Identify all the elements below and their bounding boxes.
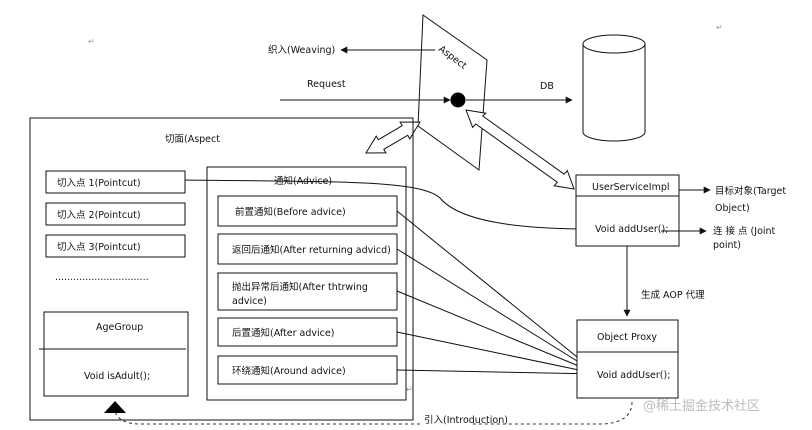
weaving-label: 织入(Weaving) [268,44,335,56]
double-arrow-user-service [465,109,575,190]
introduction-dashed-line [114,401,633,425]
advice-to-proxy-line [396,331,599,377]
pointcut-label: 切入点 2(Pointcut) [57,210,141,221]
advice-box: 环绕通知(Around advice) [217,355,398,385]
joint-point-label-line2: point) [713,240,741,251]
pointcut-label: 切入点 1(Pointcut) [57,178,141,189]
advice-label: 前置通知(Before advice) [235,206,346,218]
watermark-label: @稀土掘金技术社区 [643,398,760,414]
user-service-impl-class: UserServiceImpl Void addUser(); [575,174,680,247]
advice-to-proxy-line [396,369,599,378]
db-cylinder [582,34,646,142]
advice-label: 抛出异常后通知(After thtrwing [232,281,368,293]
advice-to-proxy-line [396,290,599,375]
pointcut-box: 切入点 3(Pointcut) [45,234,186,258]
aspect-panel [29,117,414,421]
joinpoint-dot [450,92,466,108]
joint-point-label: 连 接 点 (Joint [713,225,776,237]
object-proxy-method: Void addUser(); [597,370,670,381]
target-object-label: 目标对象(Target [715,185,786,197]
advice-box: 前置通知(Before advice) [217,195,398,227]
request-label: Request [307,79,346,90]
advice-to-proxy-line [396,210,599,375]
pointcut-ellipsis: ............................... [55,272,149,283]
advice-box: 返回后通知(After returning advicd) [217,233,398,265]
db-label: DB [540,81,554,92]
advice-box: 后置通知(After advice) [217,317,398,347]
target-object-label-line2: Object) [715,203,750,214]
aspect-plane [417,14,488,171]
double-arrow-aspect-panel [365,121,421,154]
object-proxy-class: Object Proxy Void addUser(); [576,319,679,399]
generate-proxy-label: 生成 AOP 代理 [641,289,705,301]
object-proxy-title: Object Proxy [597,332,657,343]
user-service-impl-title: UserServiceImpl [592,182,670,193]
introduction-label: 引入(Introduction) [424,415,508,426]
user-service-impl-method: Void addUser(); [595,224,668,235]
advice-box: 抛出异常后通知(After thtrwing advice) [217,272,398,311]
advice-label: 返回后通知(After returning advicd) [232,244,391,256]
age-group-method: Void isAdult(); [84,371,150,382]
age-group-title: AgeGroup [96,322,143,333]
age-group-class: AgeGroup Void isAdult(); [39,311,189,397]
pointcut-box: 切入点 1(Pointcut) [45,170,186,194]
paragraph-mark: ↵ [406,385,413,394]
pointcut-to-joinpoint-line [184,179,593,233]
advice-label: 环绕通知(Around advice) [232,365,346,377]
paragraph-mark: ↵ [88,37,95,46]
pointcut-label: 切入点 3(Pointcut) [57,242,141,253]
advice-to-proxy-line [396,248,599,375]
aspect-panel-title: 切面(Aspect [165,134,220,145]
advice-panel [206,166,407,401]
advice-label-line2: advice) [232,296,267,307]
introduction-arrow-head [104,401,126,413]
advice-label: 后置通知(After advice) [232,327,334,339]
paragraph-mark: ↵ [716,23,723,32]
pointcut-box: 切入点 2(Pointcut) [45,202,186,226]
